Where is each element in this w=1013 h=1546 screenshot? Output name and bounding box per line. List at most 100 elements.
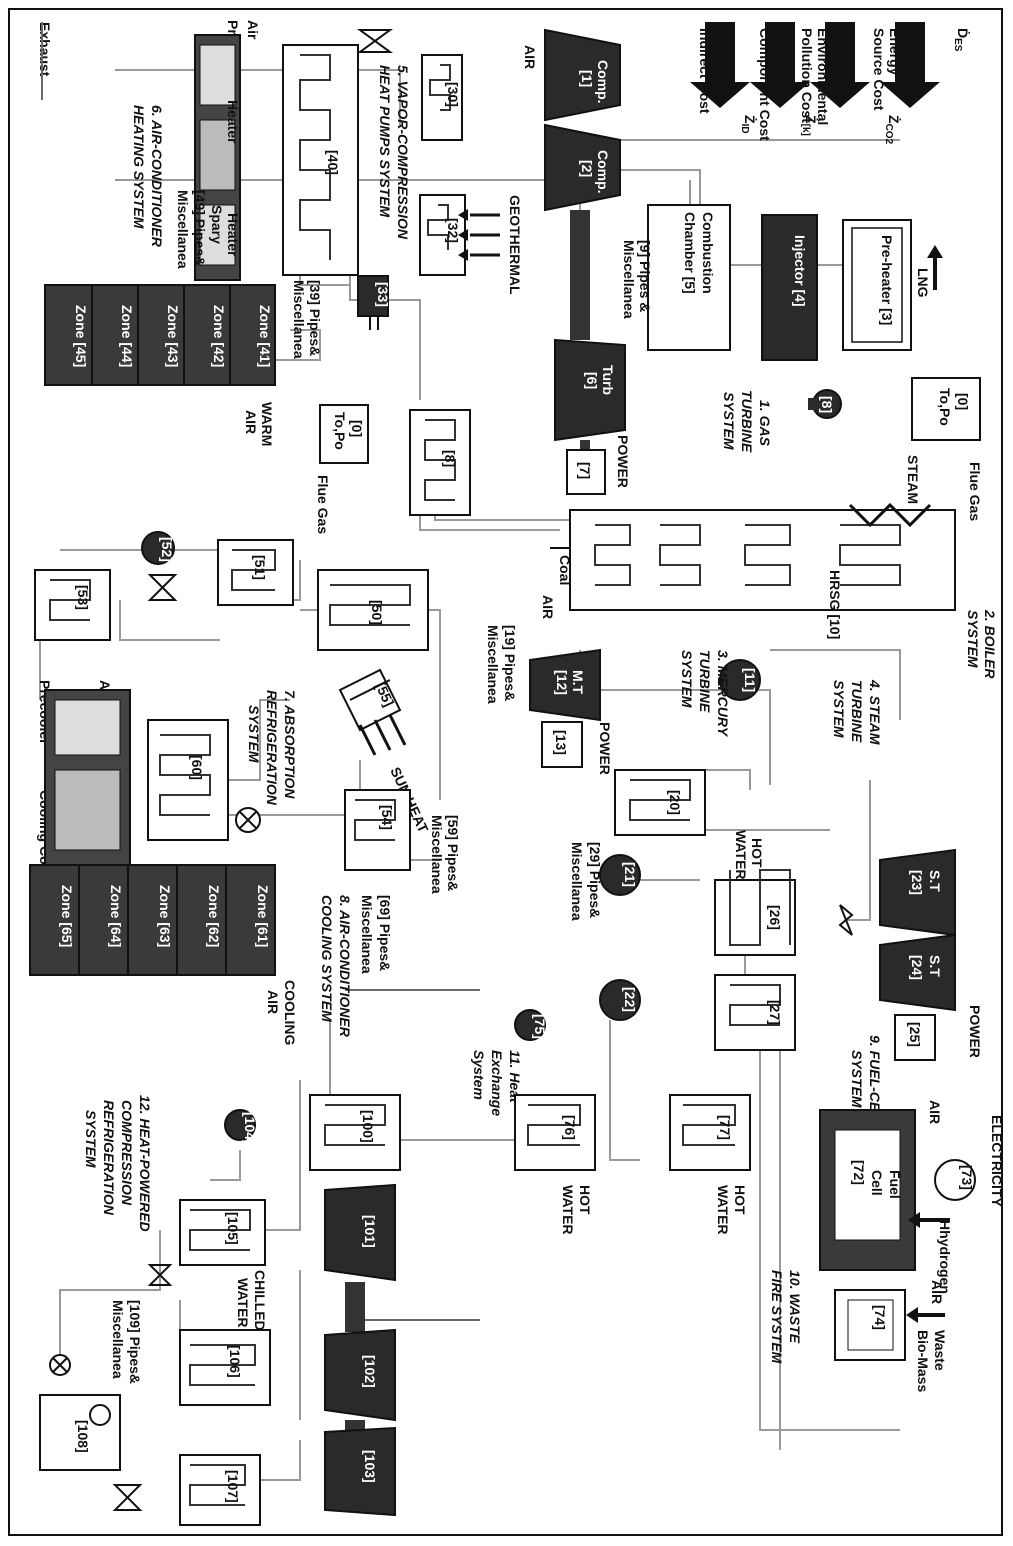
- fuel-cell-system: 9. FUEL-CELL SYSTEM AIR ELECTRICITY [73]…: [820, 1035, 1005, 1294]
- valve-absorption: [150, 575, 175, 600]
- sys12-label-c: REFRIGERATION: [101, 1100, 117, 1216]
- compressor-2-label: Comp.: [595, 150, 611, 194]
- hx-106-label: [106]: [227, 1345, 243, 1378]
- air-intake-label: Air: [245, 20, 261, 40]
- hx-100-label: [100]: [360, 1110, 376, 1143]
- refrig-shaft-1: [345, 1282, 365, 1332]
- hot-water-3-label: HOT: [732, 1185, 748, 1215]
- generator-13-label: [13]: [553, 730, 569, 755]
- pump-75-label: [75]: [532, 1014, 548, 1039]
- pipes-9-label: [9] Pipes &: [637, 240, 653, 312]
- coal-label: Coal: [557, 555, 573, 585]
- pipes-29-label: [29] Pipes&: [587, 842, 603, 918]
- separator-108-label: [108]: [75, 1420, 91, 1453]
- sys8-label-a: 8. AIR-CONDITIONER: [337, 895, 353, 1038]
- inverter-73-label: [73]: [959, 1165, 975, 1190]
- pipes-39-label: [39] Pipes&: [307, 280, 323, 356]
- flue-gas-mid-label: Flue Gas: [315, 475, 331, 534]
- waste-air-label: AIR: [929, 1280, 945, 1304]
- sys7-label-c: SYSTEM: [246, 705, 262, 763]
- sys12-label-a: 12. HEAT-POWERED: [137, 1095, 153, 1232]
- pump-11-label: [11]: [742, 668, 758, 692]
- hx-107-label: [107]: [225, 1470, 241, 1503]
- sys12-label-d: SYSTEM: [83, 1110, 99, 1168]
- pipes-109-misc: Miscellanea: [110, 1300, 126, 1379]
- hot-water-2-label-2: WATER: [560, 1185, 576, 1235]
- sys10-label-b: FIRE SYSTEM: [769, 1270, 785, 1364]
- hot-water-1-label: HOT: [749, 838, 765, 868]
- sys8-label-b: COOLING SYSTEM: [319, 895, 335, 1022]
- sys6-label-b: HEATING SYSTEM: [131, 105, 147, 229]
- dead-state-0-mid-id: [0]: [349, 420, 365, 437]
- sys5-label-b: HEAT PUMPS SYSTEM: [377, 65, 393, 218]
- legend-component-cost-label: Component Cost: [757, 28, 773, 141]
- sys7-label-b: REFRIGERATION: [264, 690, 280, 806]
- expansion-valve-refrig: [50, 1355, 70, 1375]
- legend-source-cost-label: Source Cost: [871, 28, 887, 111]
- sys3-label-b: TURBINE: [697, 650, 713, 713]
- dead-state-0-top-id: [0]: [955, 393, 971, 410]
- generator-7-label: [7]: [577, 462, 593, 479]
- hot-water-3-label-2: WATER: [715, 1185, 731, 1235]
- compressor-1-id: [1]: [579, 70, 595, 87]
- pipes-19-misc: Miscellanea: [485, 625, 501, 704]
- pipes-19-label: [19] Pipes&: [502, 625, 518, 701]
- flue-gas-top-label: Flue Gas: [967, 462, 983, 521]
- heater-2-label: Heater: [225, 213, 241, 257]
- cooling-air-label-2: AIR: [265, 990, 281, 1014]
- legend-indirect-cost-label: Indirect Cost: [697, 28, 713, 114]
- fuel-cell-air-label: AIR: [927, 1100, 943, 1124]
- steam-turbine-24-id: [24]: [909, 955, 925, 980]
- pump-52-label: [52]: [159, 537, 175, 562]
- expansion-valve-top: [360, 30, 390, 52]
- legend-symbol-zid: ŻID: [739, 115, 758, 134]
- chilled-water-label: CHILLED: [252, 1270, 268, 1331]
- dead-state-0-mid-label: To,Po: [332, 412, 348, 450]
- pipes-39-misc: Miscellanea: [291, 280, 307, 359]
- cost-legend: ḊES Energy Source Cost ŻCO2 Environmenta…: [690, 22, 971, 145]
- fuel-cell-label-1: Fuel: [887, 1170, 903, 1199]
- hx-53-label: [53]: [75, 585, 91, 610]
- steam-turbine-23-label: S.T: [927, 870, 943, 892]
- pre-heater-3: [843, 220, 911, 350]
- chilled-water-label-2: WATER: [235, 1278, 251, 1328]
- hx-20-label: [20]: [667, 790, 683, 815]
- sys11-label-c: System: [471, 1050, 487, 1100]
- air-inlet-label: AIR: [522, 45, 538, 69]
- valve-refrig-2: [115, 1485, 140, 1510]
- compressor-33-label: [33]: [375, 282, 391, 307]
- pipes-49-label: [49] Pipes&: [192, 190, 208, 266]
- fuel-cell-label-3: [72]: [851, 1160, 867, 1185]
- boiler-system: HRSG [10] Coal AIR 2. BOILER SYSTEM: [540, 505, 998, 679]
- compressor-1-label: Comp.: [595, 60, 611, 104]
- steam-turbine-system: 4. STEAM TURBINE SYSTEM [20] HOT WATER […: [569, 679, 983, 1060]
- hx-32-label: [32]: [445, 218, 461, 243]
- waste-arrow-icon: [906, 1307, 945, 1323]
- zone-63-label: Zone [63]: [157, 885, 173, 947]
- biomass-label: Bio-Mass: [915, 1330, 931, 1392]
- hx-60-label: [60]: [189, 755, 205, 780]
- hx-30-label: [30]: [445, 82, 461, 107]
- steam-turbine-23-id: [23]: [909, 870, 925, 895]
- electricity-label: ELECTRICITY: [989, 1115, 1005, 1207]
- sys11-label-b: Exchange: [489, 1050, 505, 1116]
- hx-51-label: [51]: [252, 555, 268, 580]
- cooling-air-label: COOLING: [282, 980, 298, 1045]
- hot-water-1-label-2: WATER: [733, 830, 749, 880]
- legend-symbol-des: ḊES: [952, 28, 971, 52]
- sys4-label-b: TURBINE: [849, 680, 865, 743]
- turbine-101-label: [101]: [362, 1215, 378, 1248]
- hx-76-label: [76]: [562, 1115, 578, 1140]
- legend-energy-label: Energy: [887, 28, 903, 76]
- hx-60: [148, 720, 228, 840]
- injector-4-label: Injector [4]: [792, 235, 808, 307]
- warm-air-label: WARM: [259, 402, 275, 446]
- hx-105-label: [105]: [225, 1212, 241, 1245]
- mercury-turbine-id: [12]: [554, 670, 570, 695]
- compressor-103: [325, 1428, 395, 1515]
- vapor-compression-heat-pump-system: [30] [32] GEOTHERMAL [40] [33] 5. VAPOR-…: [283, 30, 523, 359]
- pre-heater-3-label: Pre-heater [3]: [879, 235, 895, 325]
- generator-25-label: [25]: [907, 1022, 923, 1047]
- steam-power-label: POWER: [967, 1005, 983, 1058]
- fuel-cell-label-2: Cell: [869, 1170, 885, 1196]
